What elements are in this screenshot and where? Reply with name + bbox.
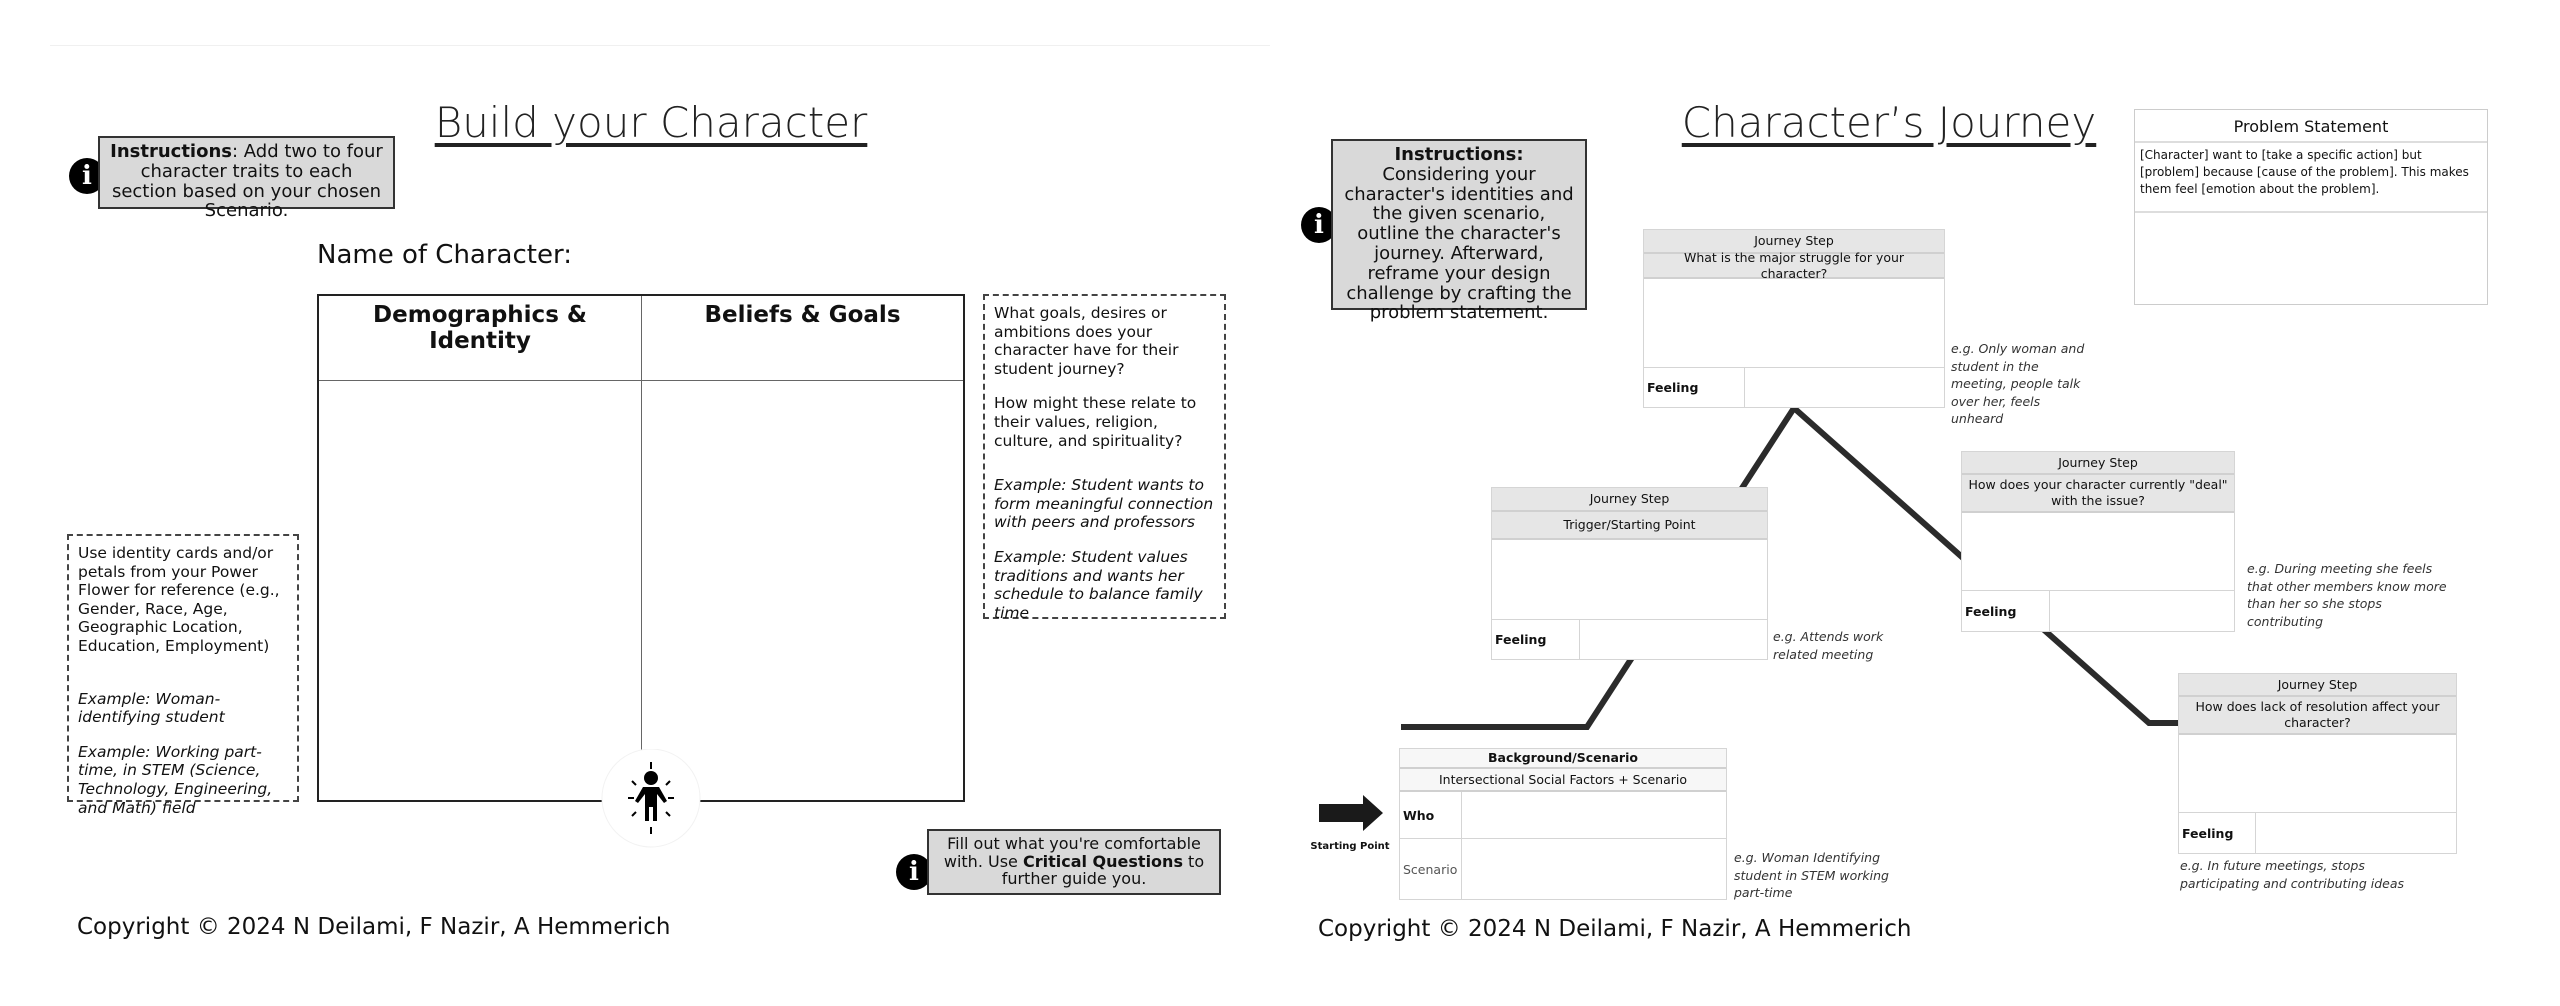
feeling-input[interactable]	[1580, 620, 1767, 659]
feeling-input[interactable]	[2050, 591, 2234, 631]
step-question: What is the major struggle for your char…	[1644, 250, 1944, 281]
hint-question-1: What goals, desires or ambitions does yo…	[994, 304, 1179, 378]
instructions-label: Instructions:	[1394, 144, 1524, 165]
background-scenario-box: Background/Scenario Intersectional Socia…	[1399, 748, 1727, 900]
hint-text: Use identity cards and/or petals from yo…	[78, 544, 280, 655]
beliefs-hint-box: What goals, desires or ambitions does yo…	[983, 294, 1226, 622]
divider	[50, 45, 1270, 46]
feeling-label: Feeling	[1962, 591, 2050, 631]
step-header: Journey Step	[1644, 230, 1944, 254]
feeling-input[interactable]	[1745, 368, 1944, 407]
step-question: How does lack of resolution affect your …	[2179, 697, 2456, 735]
demographics-header: Demographics & Identity	[319, 296, 642, 381]
comfort-note: Fill out what you're comfortable with. U…	[927, 829, 1221, 895]
step-input[interactable]	[1644, 279, 1944, 367]
problem-statement-template: [Character] want to [take a specific act…	[2135, 143, 2487, 213]
instructions-box: Instructions: Considering your character…	[1331, 139, 1587, 323]
instructions-box: Instructions: Add two to four character …	[98, 136, 395, 221]
background-header: Background/Scenario	[1400, 749, 1726, 769]
page-title: Character’s Journey	[1681, 98, 2097, 147]
instructions-label: Instructions	[110, 141, 233, 162]
journey-step-resolution: Journey Step How does lack of resolution…	[2178, 673, 2457, 854]
demographics-cell[interactable]	[319, 381, 642, 800]
scenario-label: Scenario	[1400, 839, 1462, 899]
hint-example-2: Example: Working part-time, in STEM (Sci…	[78, 742, 273, 817]
hint-example-1: Example: Woman-identifying student	[78, 689, 225, 727]
step-input[interactable]	[1962, 513, 2234, 590]
journey-step-deal: Journey Step How does your character cur…	[1961, 451, 2235, 632]
problem-statement-box: Problem Statement [Character] want to [t…	[2134, 109, 2488, 305]
problem-statement-title: Problem Statement	[2135, 110, 2487, 143]
who-label: Who	[1400, 792, 1462, 838]
hint-example-2: Example: Student values traditions and w…	[994, 547, 1203, 622]
demographics-hint-box: Use identity cards and/or petals from yo…	[67, 534, 299, 817]
step-input[interactable]	[1492, 540, 1767, 619]
info-icon: i	[896, 854, 932, 890]
copyright: Copyright © 2024 N Deilami, F Nazir, A H…	[1318, 916, 1912, 942]
step-example: e.g. In future meetings, stops participa…	[2180, 858, 2405, 891]
scenario-input[interactable]	[1462, 839, 1726, 899]
feeling-label: Feeling	[1644, 368, 1745, 407]
hint-question-2: How might these relate to their values, …	[994, 394, 1197, 450]
person-icon	[601, 749, 701, 848]
who-input[interactable]	[1462, 792, 1726, 838]
instructions-text: Considering your character's identities …	[1344, 163, 1574, 324]
name-label: Name of Character:	[317, 240, 572, 270]
beliefs-header: Beliefs & Goals	[642, 296, 963, 381]
step-example: e.g. Attends work related meeting	[1773, 629, 1884, 662]
step-header: Journey Step	[2179, 674, 2456, 697]
step-question: Trigger/Starting Point	[1492, 512, 1767, 540]
instructions-text: : Add two to four character traits to ea…	[111, 141, 383, 222]
step-header: Journey Step	[1492, 488, 1767, 512]
journey-step-struggle: Journey Step What is the major struggle …	[1643, 229, 1945, 408]
arrow-right-icon	[1319, 795, 1383, 831]
background-subheader: Intersectional Social Factors + Scenario	[1400, 769, 1726, 792]
step-example: e.g. During meeting she feels that other…	[2247, 561, 2447, 629]
page-title: Build your Character	[434, 98, 868, 147]
feeling-label: Feeling	[2179, 813, 2256, 853]
hint-example-1: Example: Student wants to form meaningfu…	[994, 476, 1214, 532]
step-header: Journey Step	[1962, 452, 2234, 475]
feeling-input[interactable]	[2256, 813, 2456, 853]
note-text: Fill out what you're comfortable with. U…	[943, 834, 1201, 871]
critical-questions-link[interactable]: Critical Questions	[1022, 851, 1183, 871]
note-text: to further guide you.	[1001, 851, 1205, 889]
step-input[interactable]	[2179, 735, 2456, 812]
background-example: e.g. Woman Identifying student in STEM w…	[1734, 850, 1889, 900]
copyright: Copyright © 2024 N Deilami, F Nazir, A H…	[77, 914, 671, 940]
starting-point-label: Starting Point	[1310, 841, 1390, 852]
journey-step-trigger: Journey Step Trigger/Starting Point Feel…	[1491, 487, 1768, 660]
feeling-label: Feeling	[1492, 620, 1580, 659]
step-question: How does your character currently "deal"…	[1962, 475, 2234, 513]
step-example: e.g. Only woman and student in the meeti…	[1951, 341, 2085, 426]
